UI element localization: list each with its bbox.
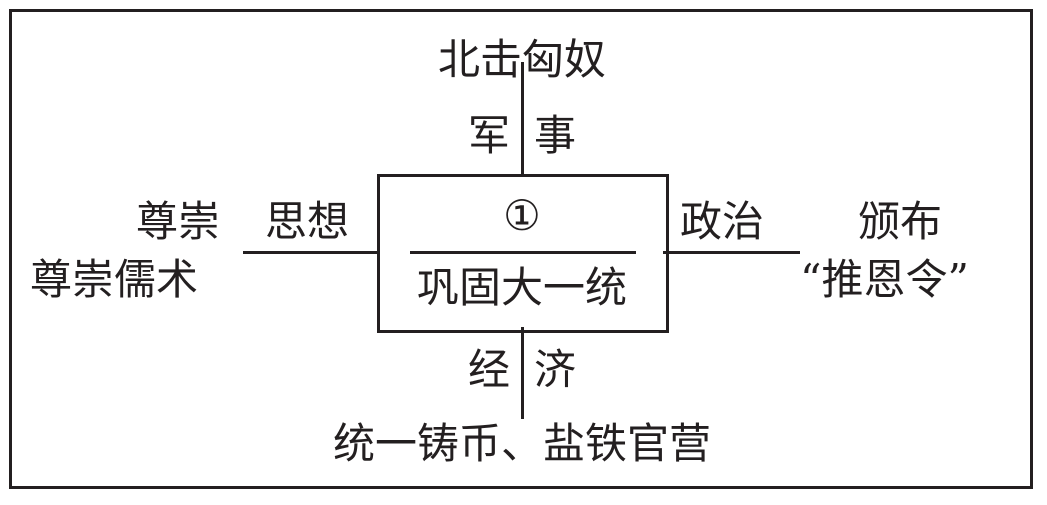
top-category-right: 事 — [534, 111, 577, 160]
left-content-line2: 尊崇儒术 — [30, 255, 199, 304]
center-marker: ① — [503, 191, 541, 240]
right-content-line2: “推恩令” — [800, 255, 969, 304]
center-label: 巩固大一统 — [416, 263, 628, 312]
right-content-line1: 颁布 — [858, 197, 943, 246]
center-divider — [410, 251, 636, 254]
left-category: 思想 — [265, 197, 350, 246]
connector-bottom — [521, 327, 524, 419]
left-content-line1: 尊崇 — [136, 197, 221, 246]
connector-left — [243, 251, 378, 254]
bottom-content: 统一铸币、盐铁官营 — [332, 419, 712, 468]
diagram-frame — [9, 9, 1033, 489]
top-content: 北击匈奴 — [437, 35, 607, 84]
top-category-left: 军 — [468, 111, 511, 160]
bottom-category-right: 济 — [534, 345, 577, 394]
connector-right — [663, 251, 800, 254]
right-category: 政治 — [680, 197, 765, 246]
connector-top — [521, 62, 524, 175]
bottom-category-left: 经 — [468, 345, 511, 394]
